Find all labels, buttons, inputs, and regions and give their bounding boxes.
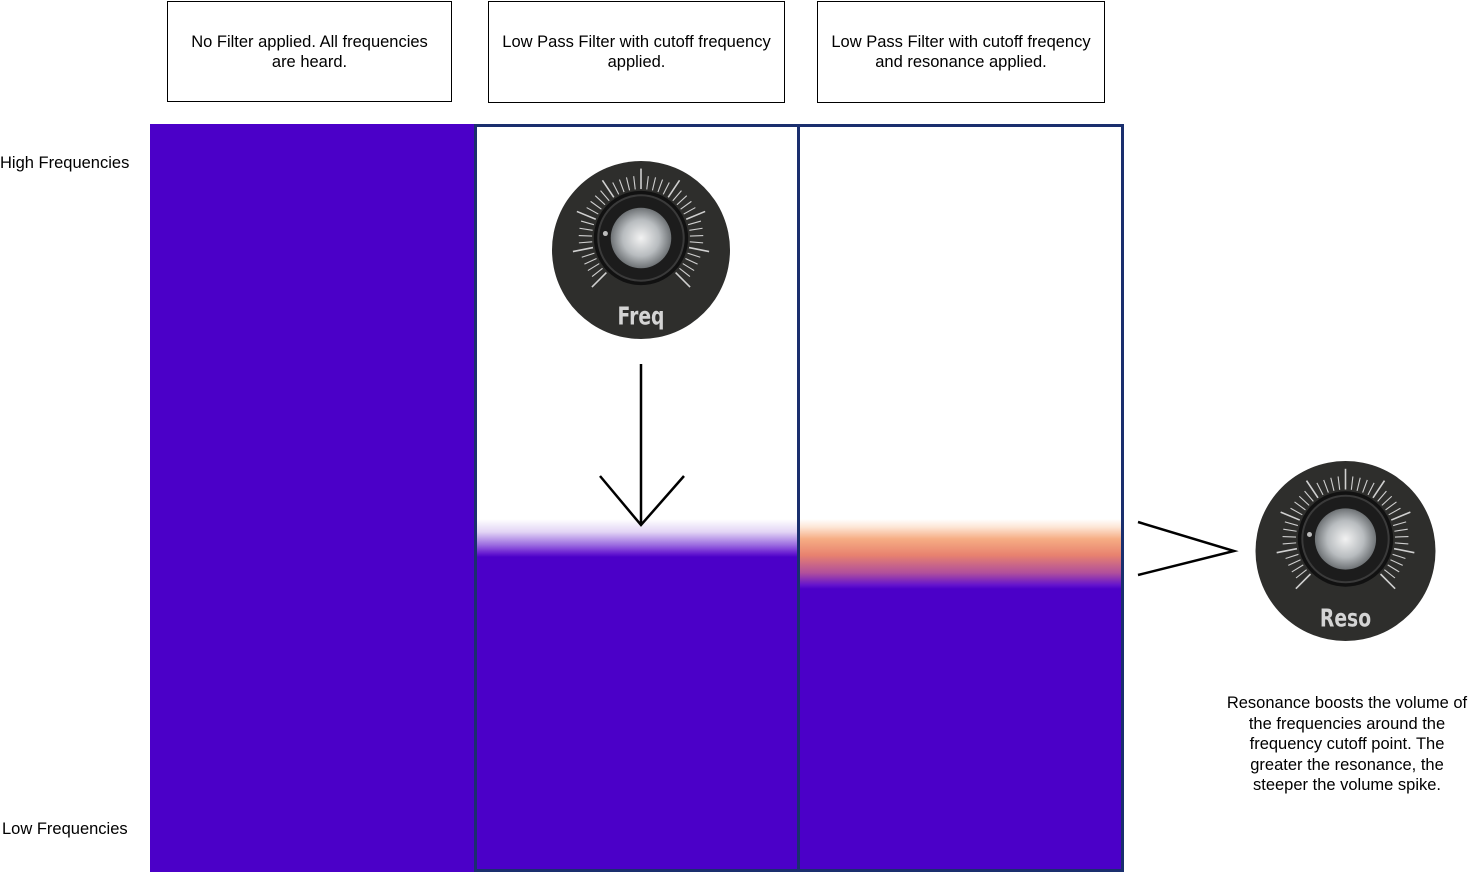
- caption-low-pass-resonance: Low Pass Filter with cutoff freqency and…: [817, 1, 1105, 103]
- knob-label: Freq: [618, 302, 665, 331]
- freq-knob-icon: Freq: [552, 161, 730, 339]
- caption-text: No Filter applied. All frequencies are h…: [191, 32, 428, 71]
- caption-low-pass: Low Pass Filter with cutoff frequency ap…: [488, 1, 785, 103]
- spectrum-low-pass-resonance: [797, 124, 1124, 872]
- high-frequencies-label: High Frequencies: [0, 154, 130, 172]
- right-arrow-icon: [1137, 520, 1239, 577]
- reso-knob-icon: Reso: [1255, 461, 1436, 641]
- caption-no-filter: No Filter applied. All frequencies are h…: [167, 1, 452, 102]
- low-frequencies-label: Low Frequencies: [2, 820, 128, 838]
- resonance-note: Resonance boosts the volume of the frequ…: [1226, 694, 1468, 794]
- caption-text: Low Pass Filter with cutoff freqency and…: [831, 33, 1091, 71]
- spectrum-no-filter: [150, 124, 476, 872]
- caption-text: Low Pass Filter with cutoff frequency ap…: [502, 33, 771, 71]
- knob-label: Reso: [1320, 604, 1371, 633]
